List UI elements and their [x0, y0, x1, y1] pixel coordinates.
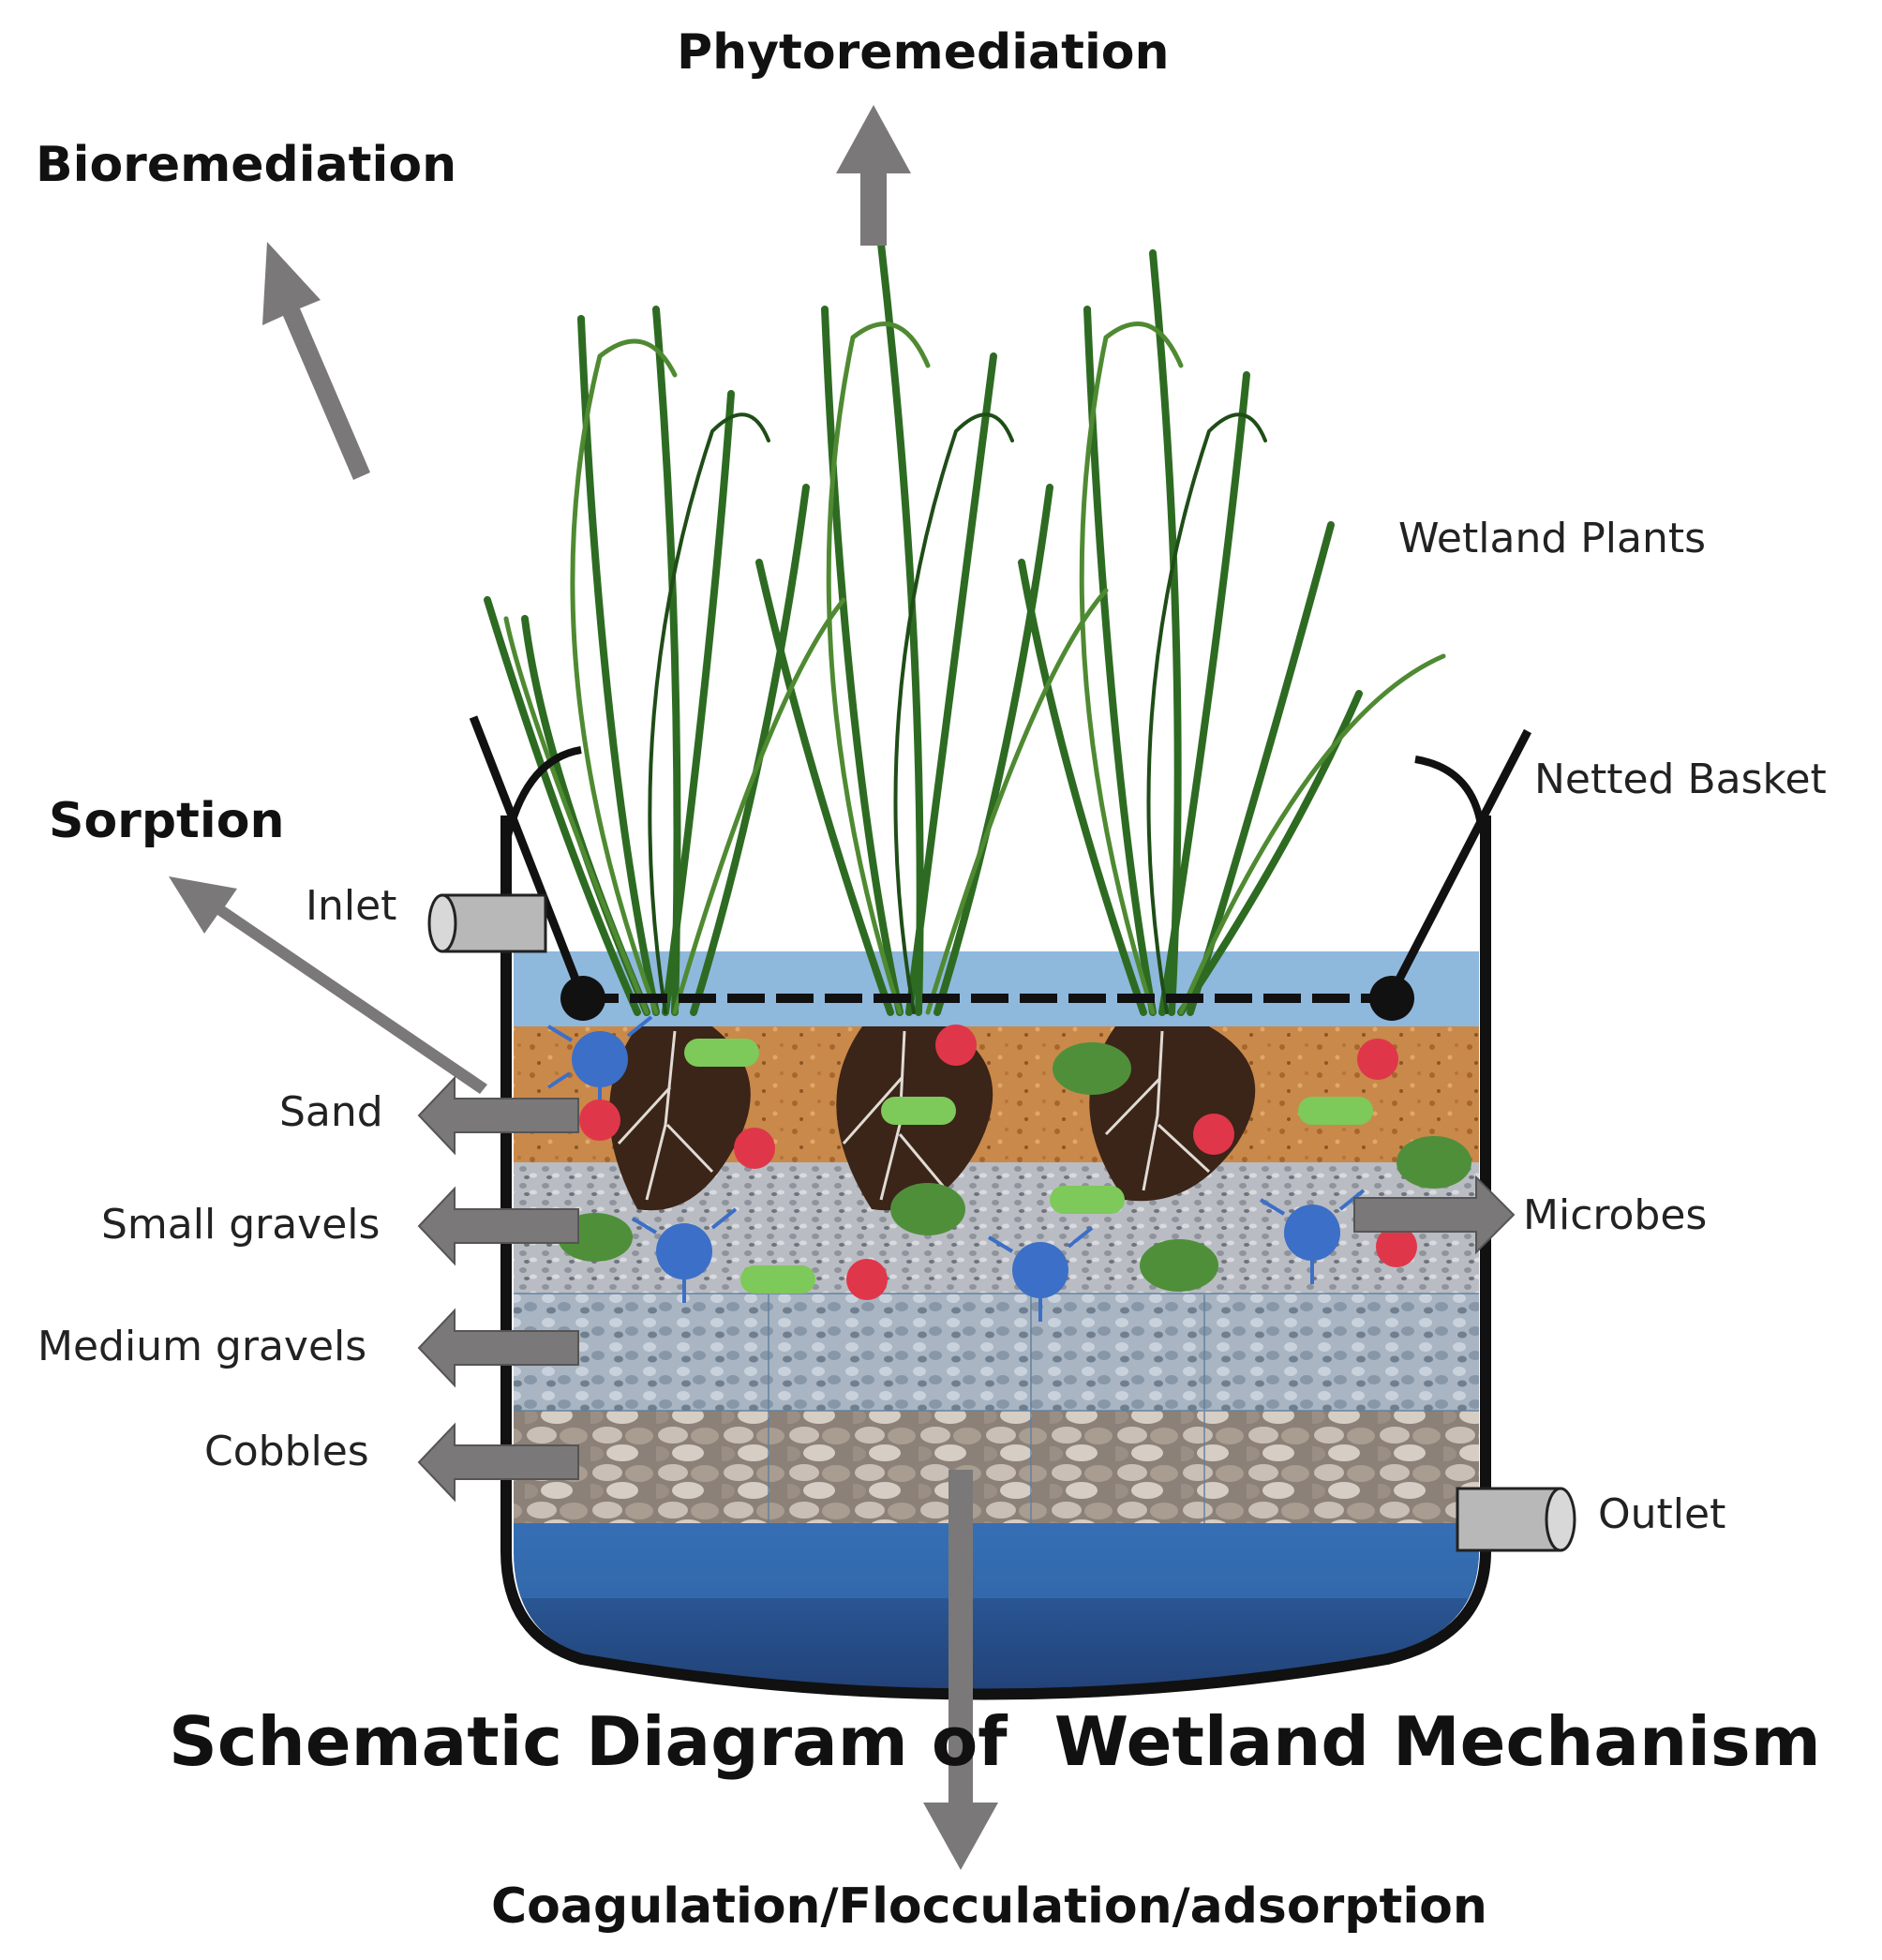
phytoremediation-arrow	[836, 105, 911, 246]
cobble-layer	[514, 1411, 1479, 1523]
cobbles-arrow	[417, 1422, 579, 1503]
sorption-arrow	[169, 876, 487, 1094]
netted-basket-label: Netted Basket	[1534, 756, 1827, 803]
sand-arrow	[417, 1075, 579, 1156]
bioremediation-label: Bioremediation	[36, 137, 457, 193]
sand-label: Sand	[279, 1088, 383, 1136]
coagulation-arrow	[923, 1470, 998, 1870]
microbe-red	[579, 1025, 1417, 1300]
netted-basket	[469, 715, 1531, 1021]
wetland-plants	[484, 240, 1446, 1016]
sorption-label: Sorption	[49, 793, 285, 849]
coagulation-label: Coagulation/Flocculation/adsorption	[491, 1878, 1487, 1935]
medium-gravels-arrow	[417, 1308, 579, 1388]
outlet-label: Outlet	[1598, 1490, 1726, 1538]
medium-gravels-label: Medium gravels	[37, 1323, 367, 1370]
wetland-plants-label: Wetland Plants	[1398, 515, 1707, 562]
arrows	[169, 105, 1516, 1870]
medium-gravel-layer	[514, 1294, 1479, 1411]
tank-outline	[500, 815, 1491, 1700]
small-gravels-label: Small gravels	[101, 1201, 381, 1249]
microbes-label: Microbes	[1523, 1191, 1708, 1239]
outlet-pipe	[1456, 1487, 1576, 1552]
cobbles-label: Cobbles	[204, 1428, 369, 1475]
microbes-arrow	[1353, 1175, 1516, 1255]
microbe-green	[558, 1039, 1471, 1294]
tank-layers	[514, 951, 1479, 1690]
microbes	[546, 1015, 1471, 1322]
bioremediation-arrow	[262, 242, 370, 480]
phytoremediation-label: Phytoremediation	[677, 24, 1170, 81]
diagram-title: Schematic Diagram of Wetland Mechanism	[169, 1702, 1821, 1781]
inlet-label: Inlet	[306, 882, 397, 930]
small-gravels-arrow	[417, 1186, 579, 1266]
inlet-pipe	[427, 893, 547, 953]
microbe-blue	[546, 1015, 1366, 1322]
